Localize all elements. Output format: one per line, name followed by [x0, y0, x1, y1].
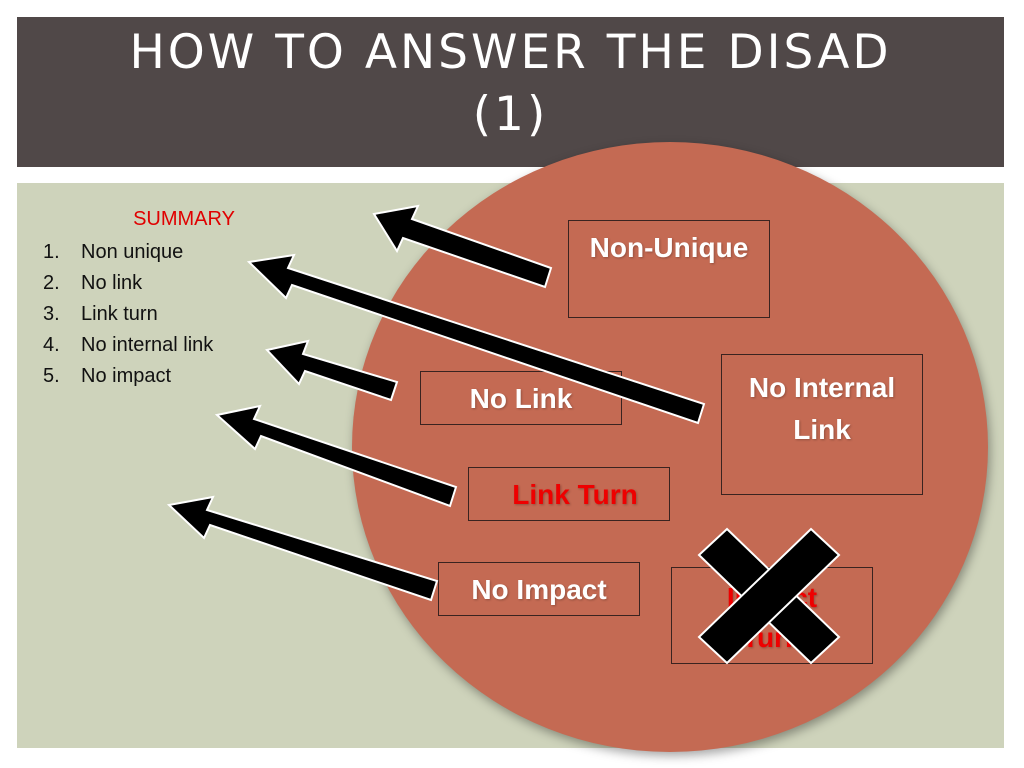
non-unique-box: Non-Unique [568, 220, 770, 318]
summary-item: 2. No link [43, 268, 213, 299]
summary-list: 1. Non unique 2. No link 3. Link turn 4. No … [43, 237, 213, 392]
summary-item-number: 1. [43, 241, 60, 263]
summary-heading: SUMMARY [133, 208, 235, 230]
arrow-icon [372, 204, 553, 289]
arrow-icon [166, 495, 439, 602]
title-band [17, 17, 1004, 167]
no-internal-link-label-line1: No Internal [748, 372, 896, 403]
no-internal-link-box: No Internal Link [721, 354, 923, 495]
slide-title-line2: (1) [472, 87, 549, 142]
slide-title: HOW TO ANSWER THE DISAD (1) [17, 22, 1004, 146]
summary-item-number: 5. [43, 365, 60, 387]
summary-item: 5. No impact [43, 361, 213, 392]
arrow-icon [246, 253, 706, 425]
no-link-box: No Link [420, 371, 622, 425]
link-turn-box: Link Turn [468, 467, 670, 521]
summary-item-text: Non unique [81, 241, 184, 263]
arrow-icon [265, 339, 399, 402]
no-link-label: No Link [469, 383, 573, 414]
non-unique-label: Non-Unique [589, 232, 749, 263]
summary-item-text: No impact [81, 365, 172, 387]
summary-item-text: Link turn [81, 303, 158, 325]
summary-item-number: 2. [43, 272, 60, 294]
slide-title-line1: HOW TO ANSWER THE DISAD [129, 25, 892, 80]
summary-item-text: No link [81, 272, 143, 294]
no-internal-link-label-line2: Link [793, 414, 851, 445]
summary-item: 3. Link turn [43, 299, 213, 330]
summary-item: 4. No internal link [43, 330, 213, 361]
summary-item-number: 4. [43, 334, 60, 356]
link-turn-label: Link Turn [512, 479, 638, 510]
no-impact-box: No Impact [438, 562, 640, 616]
x-mark-icon [697, 527, 841, 665]
arrow-icon [214, 404, 458, 508]
summary-item-text: No internal link [81, 334, 214, 356]
no-impact-label: No Impact [471, 574, 607, 605]
summary-item: 1. Non unique [43, 237, 213, 268]
summary-item-number: 3. [43, 303, 60, 325]
